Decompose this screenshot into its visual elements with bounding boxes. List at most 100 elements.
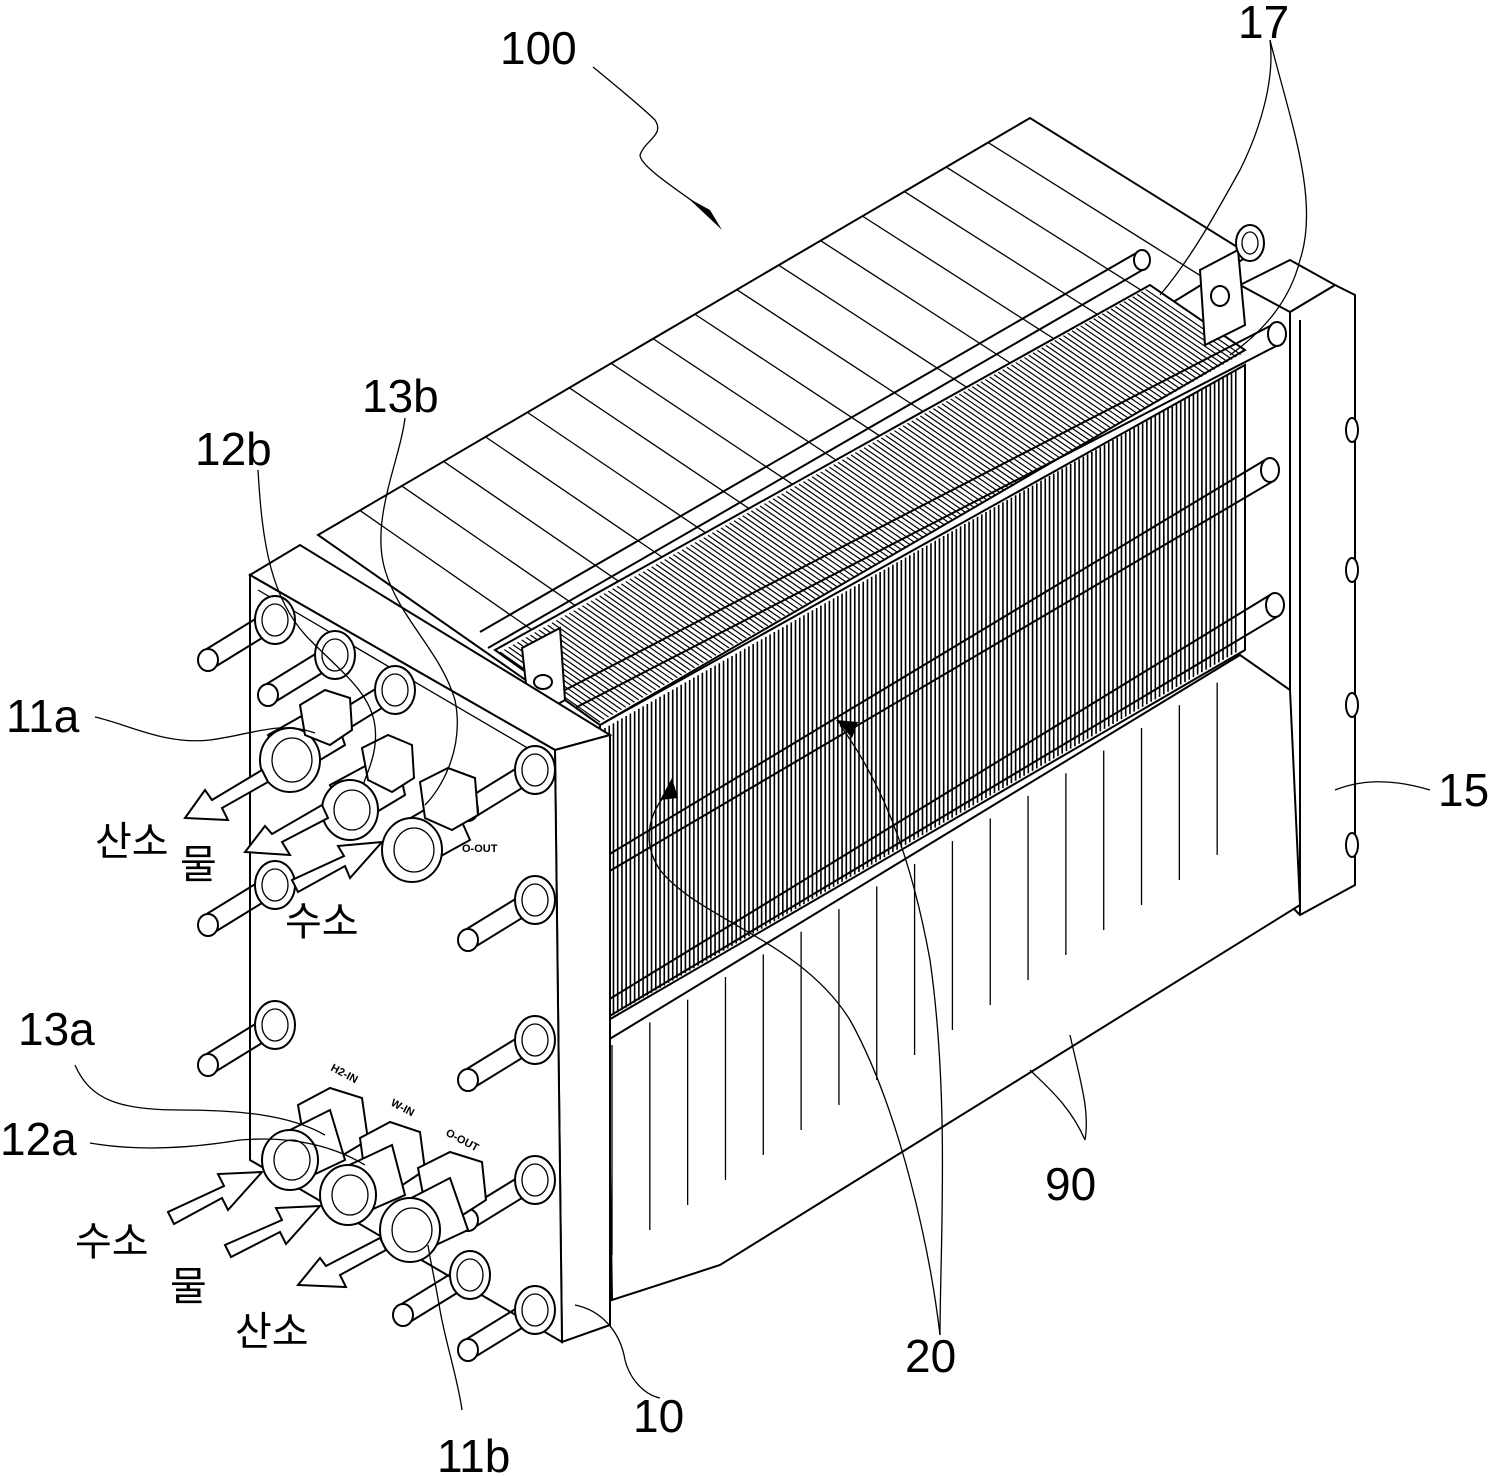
label-11b: 11b [437, 1430, 510, 1476]
top-cell-stripe [1123, 301, 1220, 368]
top-cell-stripe [1119, 303, 1216, 370]
top-cell-stripe [724, 524, 824, 595]
top-cell-stripe [863, 447, 962, 516]
top-cell-stripe [872, 442, 971, 511]
top-cell-stripe [1071, 330, 1168, 397]
top-cell-stripe [798, 483, 898, 553]
top-cell-stripe [698, 539, 799, 610]
top-cell-stripe [911, 420, 1009, 489]
top-cell-stripe [1088, 320, 1186, 388]
top-cell-stripe [1136, 293, 1233, 360]
top-cell-stripe [681, 549, 781, 619]
top-cell-stripe [1140, 291, 1237, 358]
top-cell-stripe [997, 371, 1095, 439]
front-bolt [257, 630, 356, 707]
top-cell-stripe [898, 427, 996, 496]
top-cell-stripe [941, 403, 1039, 471]
top-cell-stripe [685, 546, 786, 617]
top-cell-stripe [880, 437, 979, 506]
hex-nut [514, 745, 556, 795]
top-cell-stripe [768, 500, 867, 570]
top-cell-stripe [750, 510, 850, 580]
top-cell-stripe [1019, 359, 1117, 427]
label-20: 20 [905, 1330, 956, 1382]
bolt-stud-end [197, 913, 219, 937]
top-cell-stripe [746, 512, 846, 582]
top-cell-stripe [1067, 332, 1164, 400]
top-cell-stripe [1097, 315, 1194, 383]
top-cell-stripe [1084, 323, 1181, 390]
top-cell-stripe [703, 537, 803, 607]
back-bolt [1235, 224, 1265, 262]
top-cell-stripe [742, 515, 842, 585]
hex-nut-inner [381, 673, 409, 707]
bracket-back [1198, 248, 1247, 347]
front-bolt [392, 1250, 491, 1327]
top-cell-stripe [841, 459, 941, 528]
hex-nut-inner [521, 883, 549, 917]
top-fin-line [317, 534, 541, 691]
top-cell-stripe [885, 434, 984, 503]
hex-nut [449, 1250, 491, 1300]
top-cell-stripe [651, 566, 751, 637]
flow-labels: 산소 물 수소 수소 물 산소 [75, 819, 359, 1355]
fitting-13a [261, 1086, 370, 1191]
top-fin-line [820, 240, 1042, 384]
top-cell-stripe [902, 425, 1001, 494]
hex-nut [254, 1000, 296, 1050]
bolt-stud-end [457, 928, 479, 952]
front-bolt [457, 1285, 556, 1362]
leader-lines [74, 39, 1431, 1411]
top-fin-line [778, 264, 1000, 410]
bolt-stud-end [457, 1338, 479, 1362]
flow-arrows [166, 768, 388, 1289]
top-cell-stripe [772, 498, 872, 568]
upper-port-fittings: O-OUT [259, 688, 498, 883]
front-bolt [197, 595, 296, 672]
fitting-11a [259, 688, 354, 793]
hex-nut-inner [456, 1258, 484, 1292]
fitting-12a [319, 1120, 427, 1226]
top-cell-stripe [850, 454, 949, 523]
top-cell-stripe [642, 571, 743, 642]
arrow-20-head-a [660, 778, 678, 800]
lower-port-fittings: H2-IN W-IN O-OUT [261, 1062, 488, 1263]
top-cell-stripe [759, 505, 859, 575]
top-cell-stripe [733, 520, 833, 590]
hex-nut [514, 1155, 556, 1205]
top-cell-stripe [937, 405, 1035, 474]
top-cell-stripe [815, 473, 915, 543]
top-cell-stripe [763, 503, 863, 573]
top-fin-block [316, 116, 1252, 692]
arrow-upper-hydrogen [290, 840, 385, 894]
top-cell-stripe [976, 383, 1074, 452]
cell-stack [493, 283, 1247, 1027]
top-cell-stripe [993, 374, 1091, 442]
front-bolt [457, 1015, 556, 1092]
tie-rod-upper-back [479, 249, 1151, 649]
top-cell-stripe [781, 493, 880, 563]
flow-label-upper-hydrogen: 수소 [285, 899, 359, 945]
top-cell-stripe [893, 430, 992, 499]
arrow-upper-oxygen [183, 768, 270, 822]
top-cell-stripe [1010, 364, 1108, 432]
top-cell-stripe [581, 605, 683, 676]
top-cell-stripe [1132, 296, 1229, 363]
hex-nut-inner [521, 753, 549, 787]
top-cell-stripe [967, 388, 1065, 457]
top-cell-stripe [590, 600, 691, 671]
top-cell-stripe [547, 624, 648, 696]
top-cell-stripe [573, 610, 674, 681]
fitting-13b: O-OUT [381, 766, 498, 883]
hex-nut [374, 665, 416, 715]
label-17: 17 [1238, 0, 1289, 48]
hex-nut-inner [521, 1293, 549, 1327]
top-cell-stripe [694, 542, 794, 612]
right-end-plate [1237, 258, 1359, 917]
hex-nut [254, 595, 296, 645]
label-90: 90 [1045, 1158, 1096, 1210]
top-fin-line [987, 141, 1209, 282]
top-cell-stripe [720, 527, 820, 597]
top-cell-stripe [1080, 325, 1177, 392]
